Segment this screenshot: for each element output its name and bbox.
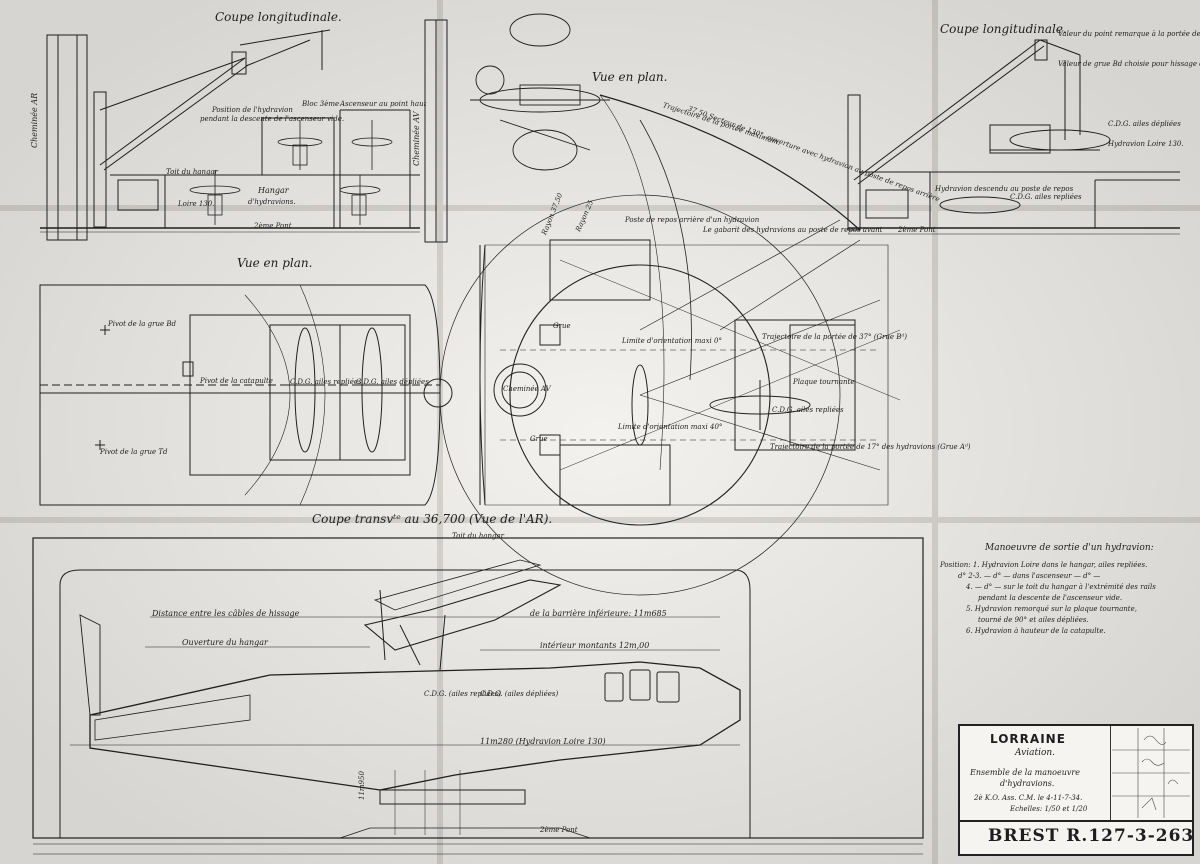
label-trajectoire-portee: Trajectoire de la portée de 37° (Grue Bᵈ… [762,333,907,341]
label-ouverture-hangar: Ouverture du hangar [182,638,268,647]
label-virage-grue: Valeur du point remarque à la portée de … [1058,30,1200,38]
label-cdg-tr-2: C.D.G. (ailes dépliées) [480,690,559,698]
label-cheminee-plan: Cheminée AV [503,385,551,393]
title-block-ref: BREST R.127-3-263 [988,826,1195,846]
label-pont-right: 2ème Pont [898,226,936,234]
label-pivot-catapulte: Pivot de la catapulte [200,377,273,385]
label-pont-left: 2ème Pont [254,222,292,230]
title-block-desc3: 2è K.O. Ass. C.M. le 4-11-7-34. [974,794,1083,802]
label-interieur: intérieur montants 12m,00 [540,641,650,650]
title-block: LORRAINE Aviation. Ensemble de la manoeu… [958,724,1194,856]
label-pivot-grue-td: Pivot de la grue Td [100,448,168,456]
label-trajectoire-bas: Trajectoire de la portée de 17° des hydr… [770,443,971,451]
manoeuvre-steps: Position: 1. Hydravion Loire dans le han… [940,560,1198,637]
label-ascenseur-point-haut: Ascenseur au point haut [340,100,427,108]
title-coupe-long-left: Coupe longitudinale. [215,10,342,24]
label-cheminee-av: Cheminée AV [412,111,421,166]
label-position-hydravion: Position de l'hydravion [212,106,293,114]
label-distance-cables: Distance entre les câbles de hissage [152,609,300,618]
title-coupe-long-right: Coupe longitudinale. [940,22,1067,36]
label-poste-repos-arr: Poste de repos arrière d'un hydravion [625,216,760,224]
label-cdg-ailes-rep-r: C.D.G. ailes repliées [1010,193,1082,201]
title-block-desc2: d'hydravions. [1000,779,1055,788]
label-grue-2: Grue [530,435,548,443]
label-rayon-haut: Valeur de grue Bd choisie pour hissage d… [1058,60,1200,68]
manoeuvre-step-5: 5. Hydravion remorqué sur la plaque tour… [966,605,1137,613]
label-cheminee-ar: Cheminée AR [30,92,39,148]
label-dimension-v: 11m950 [358,771,366,800]
title-vue-plan-left: Vue en plan. [237,256,313,270]
label-longueur: 11m280 (Hydravion Loire 130) [480,737,606,746]
signature-columns [1112,728,1190,818]
manoeuvre-step-2: d° 2-3. — d° — dans l'ascenseur — d° — [958,572,1101,580]
title-coupe-transv: Coupe transvᵗᵉ au 36,700 (Vue de l'AR). [312,512,553,526]
manoeuvre-step-7: 6. Hydravion à hauteur de la catapulte. [966,627,1106,635]
label-plaque-tournante: Plaque tournante [793,378,855,386]
label-hydravion-loire: Hydravion Loire 130. [1108,140,1184,148]
label-pivot-grue-bd: Pivot de la grue Bd [108,320,176,328]
title-vue-plan-top: Vue en plan. [592,70,668,84]
label-barriere: de la barrière inférieure: 11m685 [530,609,667,618]
label-cdg-ailes-plan: C.D.G. ailes repliées [772,406,844,414]
label-cdg-ailes-left: C.D.G. ailes repliées [290,378,362,386]
title-block-divider-v [1110,726,1111,820]
label-gabarit-ailes: Le gabarit des hydravions au poste de re… [703,226,883,234]
label-loire: Loire 130. [178,200,215,208]
label-limite-orientation-2: Limite d'orientation maxi 40° [618,423,723,431]
manoeuvre-step-1: Position: 1. Hydravion Loire dans le han… [940,561,1148,569]
title-block-divider-h [960,820,1192,822]
label-toit-hangar: Toit du hangar [166,168,219,176]
title-block-desc1: Ensemble de la manoeuvre [970,768,1080,777]
label-pendant-descente: pendant la descente de l'ascenseur vide. [200,115,345,123]
manoeuvre-step-6: tourné de 90° et ailes dépliées. [978,616,1089,624]
label-hydravion-desc: Hydravion descendu au poste de repos [935,185,1074,193]
label-grue-1: Grue [553,322,571,330]
title-block-org: LORRAINE [990,732,1066,746]
label-toit-hangar-tr: Toit du hangar [452,532,505,540]
label-limite-orientation: Limite d'orientation maxi 0° [622,337,722,345]
title-block-dept: Aviation. [1015,748,1056,758]
label-hangar-sub: d'hydravions. [248,198,296,206]
label-hangar: Hangar [258,186,289,195]
manoeuvre-title: Manoeuvre de sortie d'un hydravion: [985,543,1154,553]
label-pont-bottom: 2ème Pont [540,826,578,834]
label-cdg-ailes-dep-left: C.D.G. ailes dépliées [356,378,429,386]
manoeuvre-step-3: 4. — d° — sur le toit du hangar à l'extr… [966,583,1156,591]
manoeuvre-step-4: pendant la descente de l'ascenseur vide. [978,594,1123,602]
label-bloc-3e: Bloc 3ème [302,100,340,108]
label-cdg-tr-1: C.D.G. (ailes repliées) [424,690,502,698]
title-block-echelles: Echelles: 1/50 et 1/20 [1010,805,1088,813]
label-cdg-dep-right: C.D.G. ailes dépliées [1108,120,1181,128]
